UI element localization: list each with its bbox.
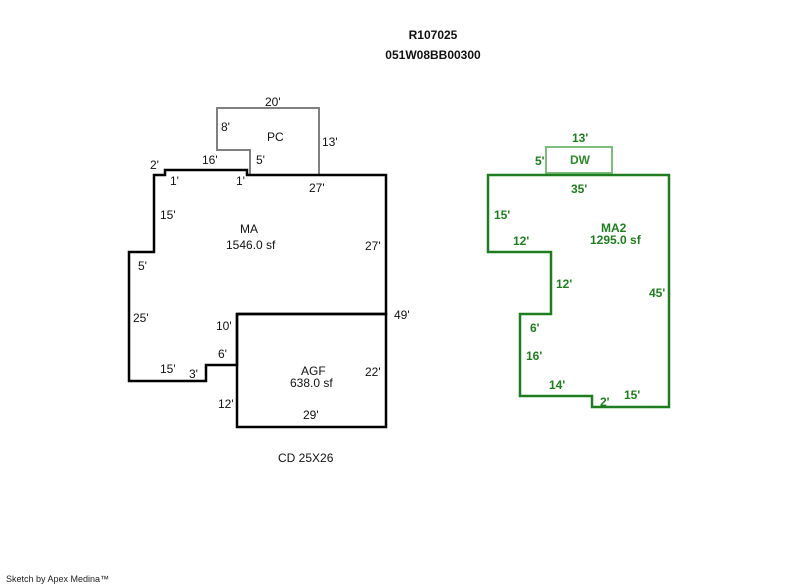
map-number: 051W08BB00300 (385, 48, 481, 62)
dim-ma-notch-3: 3' (189, 367, 198, 381)
dim-ma-top-right: 27' (309, 181, 325, 195)
area-size-agf: 638.0 sf (290, 376, 333, 390)
dim-ma-notch-left: 2' (150, 158, 159, 172)
dim-dw-top: 13' (572, 131, 588, 145)
area-size-ma2: 1295.0 sf (590, 233, 642, 247)
dw-outline (545, 146, 613, 174)
dim-ma-inner-10: 10' (216, 319, 232, 333)
dim-dw-left: 5' (535, 154, 545, 168)
dim-pc-right: 13' (322, 135, 338, 149)
sketch-credit: Sketch by Apex Medina™ (6, 574, 110, 584)
dim-ma-step: 5' (138, 259, 147, 273)
dim-notch: 2' (600, 395, 610, 409)
dim-pc-left: 8' (221, 120, 230, 134)
sketch-note: CD 25X26 (278, 451, 334, 465)
dim-ma-top: 16' (202, 153, 218, 167)
dim-ma-left: 25' (133, 311, 149, 325)
dim-left-upper: 15' (494, 208, 510, 222)
agf-outline (235, 312, 388, 429)
dim-ma-notch-1a: 1' (170, 174, 179, 188)
pc-outline (216, 107, 320, 175)
dim-right: 45' (649, 286, 665, 300)
dim-pc-step: 5' (256, 153, 265, 167)
dim-agf-bottom: 29' (303, 408, 319, 422)
dim-step-2: 12' (556, 277, 572, 291)
dim-left-lower: 16' (526, 349, 542, 363)
area-label-dw: DW (570, 153, 591, 167)
dim-ma-notch-1b: 1' (236, 174, 245, 188)
area-label-pc: PC (267, 130, 284, 144)
ma-outline (127, 168, 388, 383)
dim-pc-top: 20' (265, 95, 281, 109)
dim-ma-inner-6: 6' (218, 347, 227, 361)
dim-bottom-left: 14' (549, 378, 565, 392)
area-label-ma: MA (240, 222, 258, 236)
dim-agf-left: 12' (218, 397, 234, 411)
ma2-outline (486, 173, 671, 409)
dim-step-3: 6' (530, 321, 540, 335)
area-size-ma: 1546.0 sf (226, 238, 276, 252)
area-label-ma2: MA2 (601, 221, 627, 235)
dim-ma-right: 27' (365, 239, 381, 253)
dim-top: 35' (571, 182, 587, 196)
dim-ma-left-upper: 15' (160, 208, 176, 222)
dim-ma-bottom: 15' (160, 362, 176, 376)
area-label-agf: AGF (301, 364, 326, 378)
dim-agf-right: 22' (365, 365, 381, 379)
dim-total-right: 49' (394, 308, 410, 322)
parcel-id: R107025 (408, 28, 458, 42)
dim-bottom-right: 15' (624, 388, 640, 402)
dim-step-1: 12' (513, 234, 529, 248)
